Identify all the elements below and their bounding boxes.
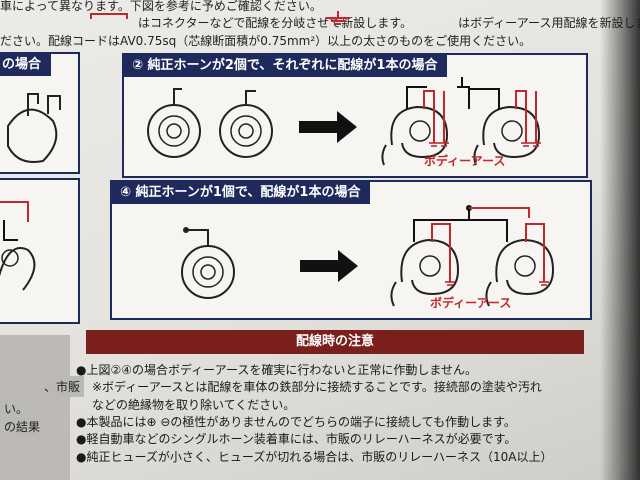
header-line-1: 車によって異なります。下図を参考に予めご確認ください。 (0, 0, 322, 13)
caution-line-2: ※ボディーアースとは配線を車体の鉄部分に接続することです。接続部の塗装や汚れ (92, 380, 542, 394)
left-side-text-2: い。 (0, 398, 33, 419)
caution-line-3: などの絶縁物を取り除いてください。 (92, 398, 296, 412)
shadow-edge (600, 0, 640, 480)
body-earth-label: ボディーアース (430, 296, 512, 310)
diagram-case-4 (181, 205, 555, 307)
body-earth-label: ボディーアース (424, 154, 506, 168)
left-side-text-1: 、市販 (40, 376, 85, 397)
connector-wire-symbol (90, 13, 128, 23)
panel-case-3-partial (0, 178, 80, 324)
header-line-2: はコネクターなどで配線を分岐させて新設します。 はボディーアース用配線を新設します… (0, 14, 640, 31)
caution-line-6: ●純正ヒューズが小さく、ヒューズが切れる場合は、市販のリレーハーネス（10A以上… (76, 450, 553, 464)
caution-line-4: ●本製品には⊕ ⊖の極性がありませんのでどちらの端子に接続しても作動します。 (76, 415, 516, 429)
left-side-text-3: の結果 (0, 416, 45, 437)
header-line-2b: はボディーアース用配線を新設します。 (458, 16, 640, 30)
panel-case-4: ④ 純正ホーンが1個で、配線が1本の場合 (110, 180, 592, 320)
horn-icon (7, 93, 61, 163)
caution-heading: 配線時の注意 (86, 330, 584, 354)
horn-icon (0, 201, 36, 291)
panel-title: ④ 純正ホーンが1個で、配線が1本の場合 (112, 182, 371, 204)
panel-title: の場合 (0, 54, 52, 76)
ground-symbol-icon (326, 11, 350, 25)
diagram-case-2 (147, 77, 541, 166)
panel-case-2: ② 純正ホーンが2個で、それぞれに配線が1本の場合 (122, 53, 588, 178)
header-line-3: ださい。配線コードはAV0.75sq（芯線断面積が0.75mm²）以上の太さのも… (0, 34, 532, 48)
panel-case-1-partial: の場合 (0, 52, 80, 174)
panel-title: ② 純正ホーンが2個で、それぞれに配線が1本の場合 (124, 55, 448, 77)
header-line-2a: はコネクターなどで配線を分岐させて新設します。 (138, 16, 413, 30)
caution-line-1: ●上図②④の場合ボディーアースを確実に行わないと正常に作動しません。 (76, 363, 477, 377)
caution-line-5: ●軽自動車などのシングルホーン装着車には、市販のリレーハーネスが必要です。 (76, 432, 517, 446)
